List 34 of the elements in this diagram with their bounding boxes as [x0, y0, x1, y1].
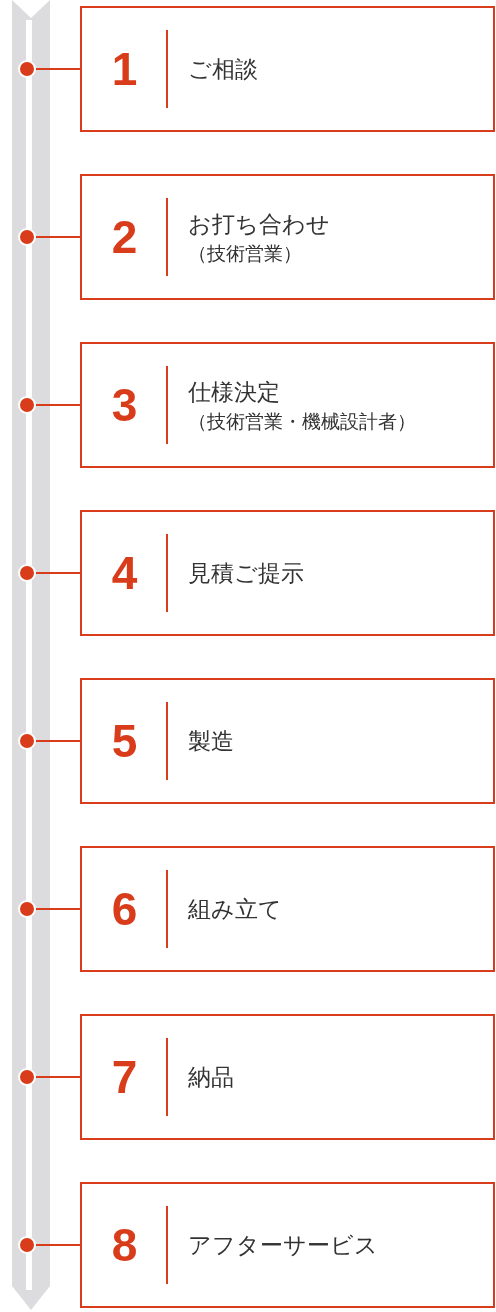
- step-box: [80, 6, 495, 132]
- step-box: [80, 678, 495, 804]
- connector-line: [35, 1076, 81, 1078]
- connector-line: [35, 404, 81, 406]
- connector-line: [35, 236, 81, 238]
- step-box: [80, 174, 495, 300]
- step-box: [80, 1014, 495, 1140]
- step-title: 見積ご提示: [188, 558, 304, 588]
- step-number: 7: [110, 1054, 139, 1100]
- step-note: （技術営業・機械設計者）: [188, 408, 416, 434]
- step-title: 仕様決定: [188, 377, 280, 407]
- step-number: 6: [110, 886, 139, 932]
- step-number: 3: [110, 382, 139, 428]
- step-title: お打ち合わせ: [188, 209, 330, 239]
- step-title: 製造: [188, 726, 234, 756]
- step-title: 組み立て: [188, 894, 282, 924]
- step-title: 納品: [188, 1062, 234, 1092]
- connector-line: [35, 1244, 81, 1246]
- step-note: （技術営業）: [188, 240, 302, 266]
- connector-line: [35, 908, 81, 910]
- step-box: [80, 510, 495, 636]
- step-box: [80, 846, 495, 972]
- step-title: アフターサービス: [188, 1230, 378, 1260]
- step-title: ご相談: [188, 54, 258, 84]
- step-number: 4: [110, 550, 139, 596]
- step-box: [80, 342, 495, 468]
- connector-line: [35, 572, 81, 574]
- step-number: 1: [110, 46, 139, 92]
- step-number: 8: [110, 1222, 139, 1268]
- step-number: 5: [110, 718, 139, 764]
- connector-line: [35, 68, 81, 70]
- connector-line: [35, 740, 81, 742]
- step-box: [80, 1182, 495, 1308]
- step-number: 2: [110, 214, 139, 260]
